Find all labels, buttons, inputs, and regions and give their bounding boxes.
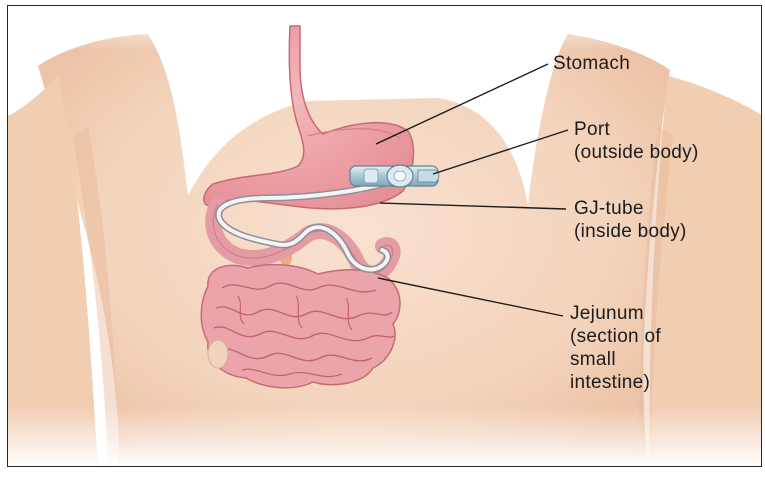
small-intestine [201, 265, 400, 388]
gj-tube-label: GJ-tube (inside body) [574, 197, 687, 243]
stomach-label: Stomach [553, 52, 630, 75]
jejunum-label-line-4: intestine) [570, 371, 661, 394]
port-device [350, 165, 439, 187]
jejunum-label-line-1: Jejunum [570, 302, 661, 325]
jejunum-label-line-3: small [570, 348, 661, 371]
port-label-line-2: (outside body) [574, 141, 699, 164]
port-label-line-1: Port [574, 118, 699, 141]
gj-tube-label-line-1: GJ-tube [574, 197, 687, 220]
jejunum-label: Jejunum (section of small intestine) [570, 302, 661, 394]
gj-tube-label-line-2: (inside body) [574, 220, 687, 243]
jejunum-label-line-2: (section of [570, 325, 661, 348]
diagram-frame: Stomach Port (outside body) GJ-tube (ins… [7, 5, 762, 467]
stomach-label-line-1: Stomach [553, 52, 630, 75]
port-label: Port (outside body) [574, 118, 699, 164]
